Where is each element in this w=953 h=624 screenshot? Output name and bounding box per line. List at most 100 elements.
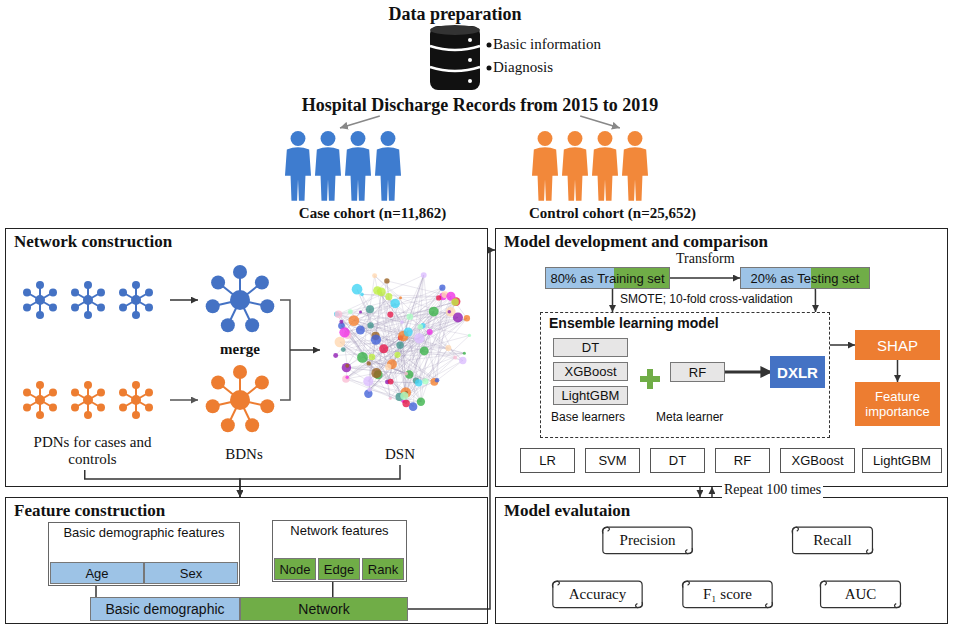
node-text: Network construction <box>14 232 172 252</box>
network-group: PDNs for cases and controls <box>15 265 170 470</box>
node-text: XGBoost <box>564 364 616 379</box>
merge-bracket <box>280 300 290 400</box>
meta-learner-box: RF <box>670 362 725 382</box>
model-box: LR <box>520 448 575 473</box>
node-text: BDNs <box>225 446 263 463</box>
orange-arrow <box>170 399 198 401</box>
node-text: Control cohort (n=25,652) <box>529 205 696 222</box>
node-text: Edge <box>324 562 354 577</box>
network-icon <box>71 381 105 419</box>
connector-arrow <box>332 582 334 597</box>
node-text: 20% as Testing set <box>751 271 860 286</box>
connector-arrow <box>340 116 380 128</box>
connector-arrow <box>170 299 198 301</box>
node-text: Basic demographic <box>105 601 224 617</box>
node-text: SHAP <box>877 337 918 354</box>
connector-arrow <box>290 349 320 351</box>
model-box: DXLR <box>770 356 825 388</box>
dsn-hairball <box>333 272 471 411</box>
node-text: RF <box>734 453 751 468</box>
feature-cell: Sex <box>144 562 238 584</box>
node-text: DSN <box>385 446 415 463</box>
group-caption: Base learners <box>551 410 625 424</box>
network-icon <box>71 281 105 319</box>
node-text: Feature construction <box>14 501 165 521</box>
data-split-box: 20% as Testing set <box>740 267 870 289</box>
importance-box: Feature importance <box>855 382 940 426</box>
connector-arrow <box>830 344 855 346</box>
node-text: DT <box>582 340 599 355</box>
panel: Model evalutaionPrecisionRecallAccuracyF… <box>495 497 948 624</box>
bullet-dots <box>487 43 492 71</box>
bullet-text: Diagnosis <box>493 59 553 76</box>
node-text: AUC <box>845 586 877 603</box>
base-learner-box: LightGBM <box>553 386 628 405</box>
network-icon <box>119 381 153 419</box>
feature-cell: Age <box>50 562 144 584</box>
network-group: DSN <box>320 240 480 465</box>
node-text: Accuracy <box>569 586 626 603</box>
node-text: Network features <box>290 523 388 538</box>
connector-arrow <box>85 470 240 497</box>
shap-box: SHAP <box>855 330 940 360</box>
connector-arrow <box>897 360 899 382</box>
network-drawings <box>23 265 471 432</box>
feature-cell: Edge <box>318 558 360 580</box>
network-icon <box>119 281 153 319</box>
node-text: Sex <box>180 566 202 581</box>
node-text: Feature importance <box>856 389 939 419</box>
data-split-box: 80% as Training set <box>545 267 670 289</box>
cohort-group: Case cohort (n=11,862) <box>280 128 465 224</box>
node-text: DT <box>669 453 686 468</box>
base-learner-box: DT <box>553 338 628 357</box>
node-text: Network <box>298 601 349 617</box>
model-box: SVM <box>585 448 640 473</box>
network-icon <box>206 365 275 432</box>
connector-arrow <box>711 487 713 497</box>
metric-scroll: Precision <box>600 524 695 556</box>
model-box: XGBoost <box>780 448 855 473</box>
network-icon <box>23 281 57 319</box>
connector-arrow <box>408 250 495 609</box>
connector-arrow <box>240 465 400 497</box>
node-text: Model development and comparison <box>504 232 768 252</box>
node-text: XGBoost <box>791 453 843 468</box>
node-text: DXLR <box>777 364 818 381</box>
metric-scroll: AUC <box>818 578 903 610</box>
case-people <box>285 131 401 201</box>
node-text: Rank <box>368 562 398 577</box>
plus-symbol <box>640 369 660 389</box>
database-icon <box>430 25 480 90</box>
node-text: Hospital Discharge Records from 2015 to … <box>302 95 659 116</box>
bullet-text: Basic information <box>493 36 601 53</box>
metric-scroll: Recall <box>790 524 875 556</box>
control-people <box>532 131 648 201</box>
source-heading: Hospital Discharge Records from 2015 to … <box>265 94 695 116</box>
node-text: Basic demographic features <box>63 525 224 540</box>
node-text: LightGBM <box>873 453 931 468</box>
node-text: LightGBM <box>562 388 620 403</box>
node-text: Age <box>85 566 108 581</box>
connector-arrow <box>95 586 97 597</box>
cohort-group: Control cohort (n=25,652) <box>520 128 705 224</box>
node-text: Recall <box>813 532 851 549</box>
node-text: F₁ score <box>703 586 752 603</box>
metric-scroll: Accuracy <box>550 578 645 610</box>
node-text: PDNs for cases and controls <box>15 434 170 468</box>
network-icon <box>206 265 275 332</box>
model-box: LightGBM <box>862 448 942 473</box>
connector-arrow <box>670 277 740 279</box>
feature-bar: Network <box>240 597 408 621</box>
connector-arrow <box>580 116 620 128</box>
node-text: SVM <box>598 453 626 468</box>
node-text: Precision <box>620 532 676 549</box>
panel: Feature constructionBasic demographic fe… <box>5 497 488 624</box>
connector-arrow <box>612 289 614 312</box>
model-box: DT <box>650 448 705 473</box>
node-text: 80% as Training set <box>550 271 664 286</box>
feature-bar: Basic demographic <box>90 597 240 621</box>
edge-label: Transform <box>674 251 737 267</box>
edge-label: merge <box>218 341 262 358</box>
node-text: LR <box>539 453 556 468</box>
feature-cell: Rank <box>362 558 404 580</box>
